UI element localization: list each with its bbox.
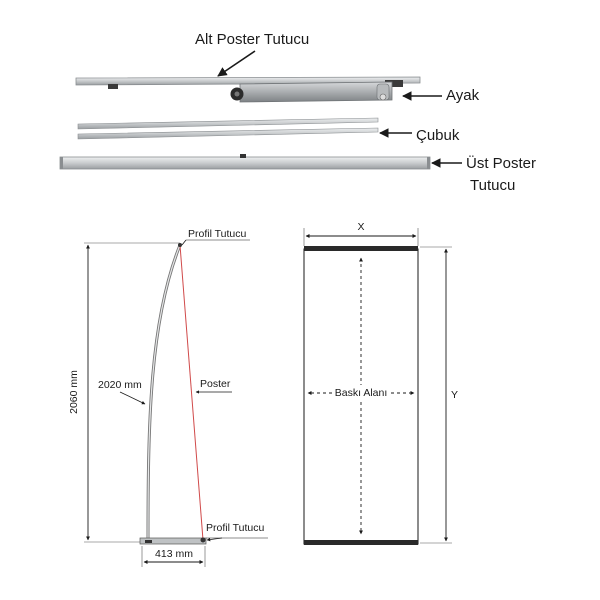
height-dimension-label: 2060 mm (68, 370, 80, 414)
profile-holder-bottom-label: Profil Tutucu (206, 522, 265, 534)
pole-label: Çubuk (416, 127, 460, 144)
foot-part (230, 81, 393, 103)
bottom-base-bar (304, 540, 418, 545)
pole-part (77, 117, 379, 140)
pole-length-label: 2020 mm (98, 379, 142, 391)
base-depth-label: 413 mm (155, 548, 193, 560)
parts-section: Alt Poster Tutucu Ayak Çubuk Üst Poster … (59, 31, 536, 194)
top-poster-holder-part (59, 154, 431, 170)
base-foot (139, 537, 207, 545)
pole-length-arrow (119, 391, 146, 405)
bottom-poster-holder-label: Alt Poster Tutucu (195, 31, 309, 48)
width-label: X (357, 221, 364, 233)
profile-holder-top-arrow (181, 239, 187, 246)
top-poster-holder-label-1: Üst Poster (466, 154, 536, 172)
bottom-poster-holder-arrow (217, 50, 256, 77)
profile-holder-top-label: Profil Tutucu (188, 228, 247, 240)
profile-holder-bottom-arrow (206, 537, 223, 542)
top-poster-holder-label-2: Tutucu (470, 177, 515, 194)
height-label-y: Y (451, 389, 458, 401)
front-view: X Y Baskı Alanı (303, 221, 458, 545)
print-area-label: Baskı Alanı (335, 387, 388, 399)
foot-label: Ayak (446, 87, 480, 104)
side-view: 2060 mm 413 mm Profil Tutucu Poster 2020… (68, 228, 268, 567)
poster-line (179, 244, 204, 541)
curved-pole (146, 244, 182, 541)
top-holder-bar (304, 246, 418, 251)
poster-label: Poster (200, 378, 231, 390)
